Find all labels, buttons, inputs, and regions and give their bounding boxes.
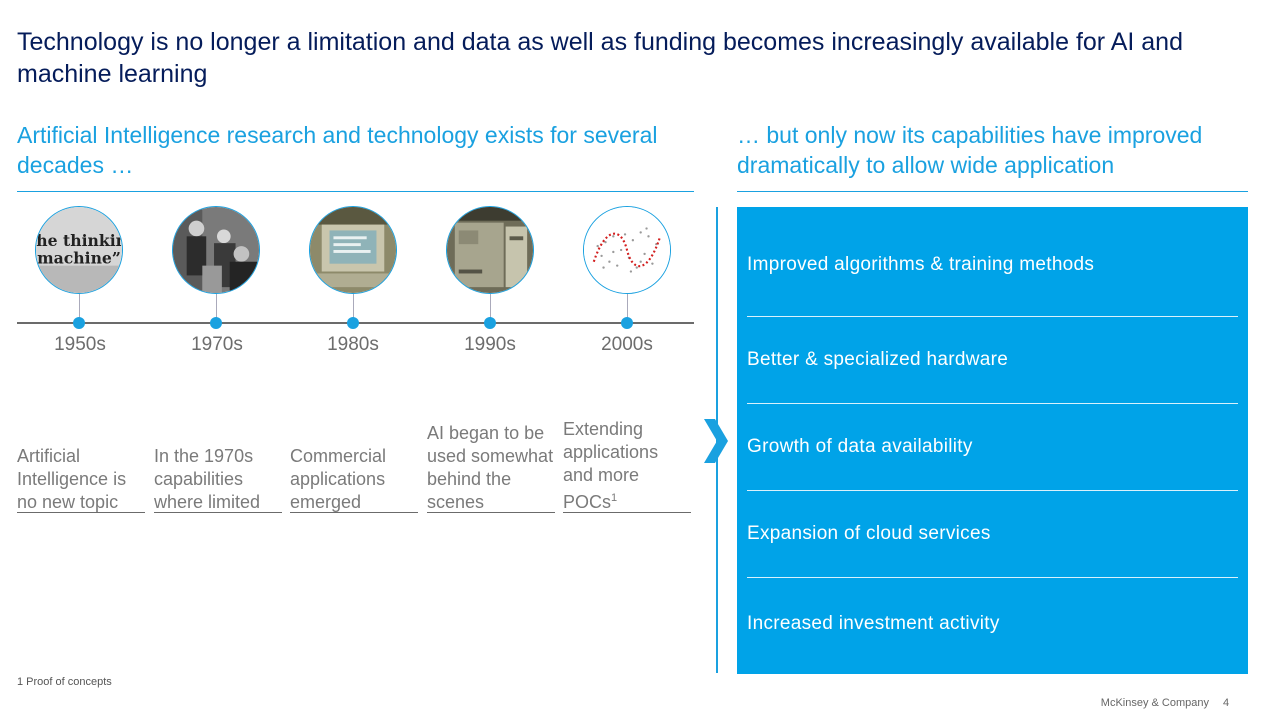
company-name: McKinsey & Company bbox=[1100, 697, 1209, 709]
right-heading-rule bbox=[737, 191, 1248, 192]
timeline-dot bbox=[484, 317, 496, 329]
computer-terminal-photo bbox=[309, 206, 397, 294]
server-machine-photo bbox=[446, 206, 534, 294]
left-heading: Artificial Intelligence research and tec… bbox=[17, 122, 658, 178]
timeline-stem bbox=[79, 294, 80, 320]
researchers-photo bbox=[172, 206, 260, 294]
driver-item: Increased investment activity bbox=[747, 613, 1000, 634]
timeline-stem bbox=[627, 294, 628, 320]
drivers-panel: Improved algorithms & training methods B… bbox=[737, 207, 1248, 674]
timeline-dot bbox=[210, 317, 222, 329]
description-rule bbox=[290, 512, 418, 513]
timeline-dot bbox=[347, 317, 359, 329]
timeline-stem bbox=[353, 294, 354, 320]
timeline-description: In the 1970s capabilities where limited bbox=[154, 446, 261, 512]
timeline-description: Artificial Intelligence is no new topic bbox=[17, 446, 127, 512]
page-number: 4 bbox=[1223, 697, 1230, 709]
left-heading-rule bbox=[17, 191, 694, 192]
right-heading: … but only now its capabilities have imp… bbox=[737, 122, 1203, 178]
description-rule bbox=[563, 512, 691, 513]
description-rule bbox=[154, 512, 282, 513]
driver-rule bbox=[747, 490, 1238, 491]
driver-item: Expansion of cloud services bbox=[747, 523, 991, 544]
timeline-description: Commercial applications emerged bbox=[290, 446, 387, 512]
timeline-dot bbox=[73, 317, 85, 329]
chevron-right-icon bbox=[704, 419, 728, 463]
footnote-marker: 1 bbox=[611, 492, 618, 504]
timeline-stem bbox=[490, 294, 491, 320]
decade-label: 1950s bbox=[54, 334, 106, 355]
decade-label: 1970s bbox=[191, 334, 243, 355]
description-rule bbox=[427, 512, 555, 513]
driver-item: Growth of data availability bbox=[747, 436, 973, 457]
driver-item: Better & specialized hardware bbox=[747, 349, 1009, 370]
driver-rule bbox=[747, 316, 1238, 317]
decade-label: 1990s bbox=[464, 334, 516, 355]
driver-item: Improved algorithms & training methods bbox=[747, 254, 1095, 275]
scatter-plot-graphic bbox=[583, 206, 671, 294]
timeline-description: Extending applications and more POCs1 bbox=[563, 418, 691, 514]
timeline-description-text: Extending applications and more POCs bbox=[563, 419, 659, 512]
timeline-dot bbox=[621, 317, 633, 329]
driver-rule bbox=[747, 403, 1238, 404]
page-title: Technology is no longer a limitation and… bbox=[17, 28, 1183, 88]
footnote: 1 Proof of concepts bbox=[17, 676, 112, 688]
timeline-stem bbox=[216, 294, 217, 320]
timeline-description: AI began to be used somewhat behind the … bbox=[427, 423, 554, 512]
thinking-machine-photo: “the thinking machine” bbox=[35, 206, 123, 294]
decade-label: 1980s bbox=[327, 334, 379, 355]
thinking-machine-caption-line2: machine” bbox=[37, 249, 121, 268]
description-rule bbox=[17, 512, 145, 513]
thinking-machine-caption-line1: “the thinking bbox=[36, 231, 122, 250]
decade-label: 2000s bbox=[601, 334, 653, 355]
driver-rule bbox=[747, 577, 1238, 578]
